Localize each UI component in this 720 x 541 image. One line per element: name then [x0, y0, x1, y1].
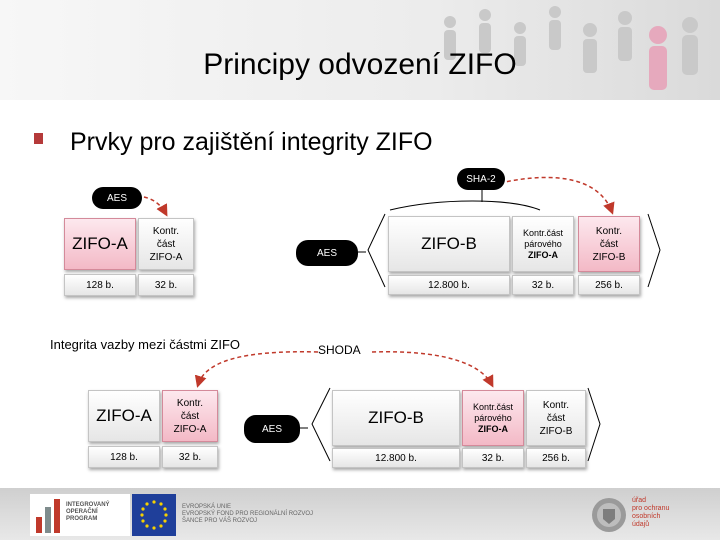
uoou-line2: pro ochranu	[632, 505, 670, 512]
integrity-label: Integrita vazby mezi částmi ZIFO	[50, 337, 240, 352]
kontr-par-size-2: 32 b.	[462, 448, 524, 468]
aes-badge-top: AES	[92, 187, 142, 209]
kontr-a-size: 32 b.	[138, 274, 194, 296]
kontr-pair-zifo-a-box-2: Kontr.část párového ZIFO-A	[462, 390, 524, 446]
iop-logo-text: INTEGROVANÝ OPERAČNÍ PROGRAM	[66, 502, 110, 523]
aes-badge-mid: AES	[296, 240, 358, 266]
kontr-par-line1: Kontr.část	[522, 227, 564, 238]
uoou-line1: úřad	[632, 497, 647, 504]
header-banner	[0, 0, 720, 100]
iop-logo: INTEGROVANÝ OPERAČNÍ PROGRAM	[30, 494, 130, 536]
kontr-b2-line1: Kontr.	[542, 399, 570, 411]
iop-line3: PROGRAM	[66, 516, 98, 522]
kontr-b-line3: ZIFO-B	[592, 251, 626, 263]
zifo-a-box: ZIFO-A	[64, 218, 136, 270]
eu-line2: EVROPSKÝ FOND PRO REGIONÁLNÍ ROZVOJ	[182, 511, 314, 517]
kontr-par-line3: ZIFO-A	[528, 249, 558, 260]
shoda-label: SHODA	[318, 343, 361, 357]
kontr-part-zifo-a-box-2: Kontr. část ZIFO-A	[162, 390, 218, 442]
kontr-part-zifo-b-box-2: Kontr. část ZIFO-B	[526, 390, 586, 446]
sha-arrow	[499, 176, 615, 215]
page-title: Principy odvození ZIFO	[203, 48, 517, 81]
kontr-par2-line1: Kontr.část	[472, 401, 514, 412]
kontr-b2-line3: ZIFO-B	[539, 425, 573, 437]
kontr-part-zifo-b-box: Kontr. část ZIFO-B	[578, 216, 640, 272]
zifo-b-box: ZIFO-B	[388, 216, 510, 272]
zifo-b-box-2: ZIFO-B	[332, 390, 460, 446]
people-figures-decoration	[444, 6, 698, 90]
aes-top-arrow	[129, 195, 168, 217]
aes-badge-bottom: AES	[244, 415, 300, 443]
kontr-par-line2: párového	[524, 238, 562, 249]
kontr-b-size-2: 256 b.	[526, 448, 586, 468]
bullet-marker	[34, 133, 43, 144]
kontr-a-line3: ZIFO-A	[149, 251, 183, 263]
iop-line2: OPERAČNÍ	[66, 509, 98, 515]
kontr-b2-line2: část	[546, 412, 566, 424]
kontr-par2-line2: párového	[474, 412, 512, 423]
eu-line3: ŠANCE PRO VÁŠ ROZVOJ	[182, 518, 258, 524]
state-emblem-icon	[592, 498, 626, 532]
kontr-par2-line3: ZIFO-A	[478, 423, 508, 434]
uoou-logo: úřad pro ochranu osobních údajů	[588, 494, 708, 536]
iop-logo-icon	[36, 499, 60, 533]
kontr-a2-line2: část	[180, 410, 200, 422]
kontr-b-line2: část	[599, 238, 619, 250]
kontr-a-line2: část	[156, 238, 176, 250]
bullet-text: Prvky pro zajištění integrity ZIFO	[70, 128, 433, 156]
kontr-a-line1: Kontr.	[152, 225, 180, 237]
eu-line1: EVROPSKÁ UNIE	[182, 504, 232, 510]
uoou-line3: osobních	[632, 513, 661, 520]
shoda-arrow-right	[371, 351, 494, 388]
kontr-a2-line1: Kontr.	[176, 397, 204, 409]
kontr-a-size-2: 32 b.	[162, 446, 218, 468]
kontr-b-size: 256 b.	[578, 275, 640, 295]
eu-stars-icon	[140, 500, 168, 530]
zifo-b-size: 12.800 b.	[388, 275, 510, 295]
iop-line1: INTEGROVANÝ	[66, 502, 110, 508]
zifo-a-size: 128 b.	[64, 274, 136, 296]
zifo-b-size-2: 12.800 b.	[332, 448, 460, 468]
uoou-text: úřad pro ochranu osobních údajů	[632, 497, 669, 529]
kontr-part-zifo-a-box: Kontr. část ZIFO-A	[138, 218, 194, 270]
eu-flag	[132, 494, 176, 536]
zifo-a-box-2: ZIFO-A	[88, 390, 160, 442]
kontr-b-line1: Kontr.	[595, 225, 623, 237]
sha-2-badge: SHA-2	[457, 168, 505, 190]
eu-fund-text: EVROPSKÁ UNIE EVROPSKÝ FOND PRO REGIONÁL…	[182, 504, 313, 525]
uoou-line4: údajů	[632, 521, 650, 528]
zifo-a-size-2: 128 b.	[88, 446, 160, 468]
kontr-par-size: 32 b.	[512, 275, 574, 295]
kontr-pair-zifo-a-box: Kontr.část párového ZIFO-A	[512, 216, 574, 272]
kontr-a2-line3: ZIFO-A	[173, 423, 207, 435]
shoda-arrow-left	[194, 351, 319, 388]
